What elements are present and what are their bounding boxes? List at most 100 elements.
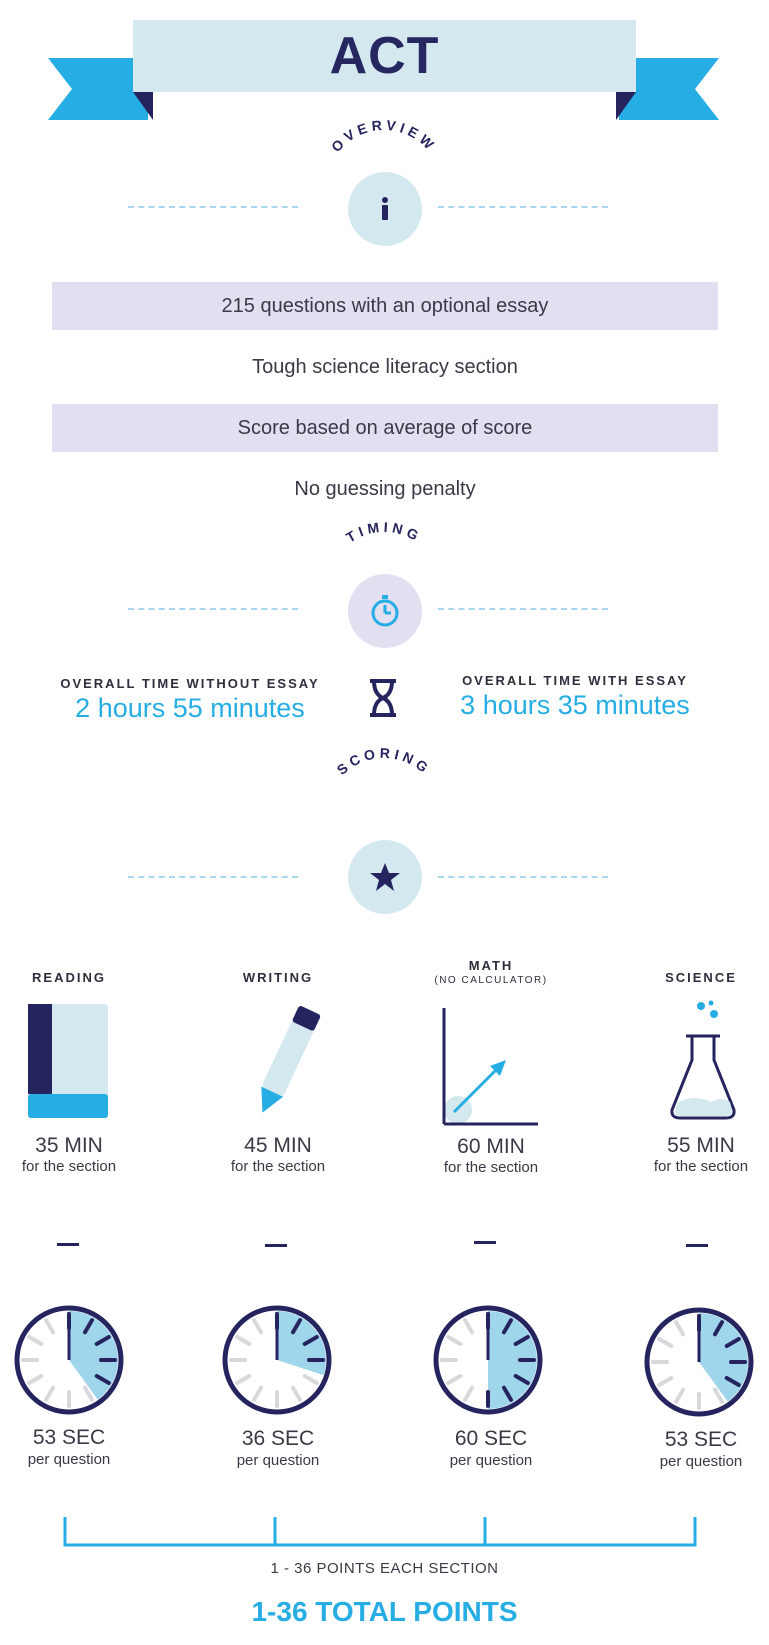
hourglass-icon xyxy=(367,678,399,723)
stopwatch-icon xyxy=(348,574,422,648)
clock-tick xyxy=(513,1374,530,1385)
section-seconds: 60 SEC xyxy=(454,1427,528,1450)
section-seconds-note: per question xyxy=(659,1453,743,1470)
section-minutes-note: for the section xyxy=(443,1159,539,1176)
clock-tick xyxy=(513,1335,530,1346)
clock-tick xyxy=(502,1318,513,1335)
clock-tick xyxy=(235,1335,252,1346)
clock-elapsed-wedge xyxy=(69,1311,118,1400)
clock-icon xyxy=(644,1307,754,1417)
svg-text:OVERVIEW: OVERVIEW xyxy=(328,117,440,155)
points-bracket xyxy=(63,1517,697,1547)
clock-tick xyxy=(252,1318,263,1335)
title-banner: ACT xyxy=(133,20,636,92)
time-without-essay-value: 2 hours 55 minutes xyxy=(75,693,305,723)
divider-dash-right xyxy=(438,608,608,610)
scoring-header: SCORING xyxy=(0,745,769,918)
section-seconds-note: per question xyxy=(236,1452,320,1469)
clock-elapsed-wedge xyxy=(699,1313,748,1402)
clock-tick xyxy=(657,1337,674,1348)
clock-icon xyxy=(222,1305,332,1415)
overview-item: 215 questions with an optional essay xyxy=(52,282,718,330)
separator-mark xyxy=(474,1241,496,1244)
clock-tick xyxy=(446,1335,463,1346)
clock-tick xyxy=(94,1374,111,1385)
clock-icon xyxy=(14,1305,124,1415)
section-science: SCIENCE xyxy=(621,970,769,985)
time-without-essay-label: OVERALL TIME WITHOUT ESSAY xyxy=(60,676,320,691)
clock-tick xyxy=(235,1374,252,1385)
clock-tick xyxy=(94,1335,111,1346)
separator-mark xyxy=(686,1244,708,1247)
overview-item: Score based on average of score xyxy=(52,404,718,452)
clock-tick xyxy=(502,1385,513,1402)
flask-icon xyxy=(666,998,740,1127)
pencil-icon xyxy=(252,1000,322,1125)
section-minutes: 60 MIN xyxy=(457,1135,525,1158)
svg-text:TIMING: TIMING xyxy=(343,519,424,546)
clock-elapsed-wedge xyxy=(488,1311,537,1409)
clock-tick xyxy=(302,1374,319,1385)
timing-header: TIMING xyxy=(0,519,769,692)
section-minutes-note: for the section xyxy=(21,1158,117,1175)
book-icon xyxy=(28,1004,108,1123)
clock-tick xyxy=(44,1318,55,1335)
separator-mark xyxy=(57,1243,79,1246)
separator-mark xyxy=(265,1244,287,1247)
clock-tick xyxy=(446,1374,463,1385)
svg-text:SCORING: SCORING xyxy=(334,745,435,778)
clock-tick xyxy=(724,1376,741,1387)
clock-icon xyxy=(433,1305,543,1415)
divider-dash-left xyxy=(128,608,298,610)
clock-tick xyxy=(27,1374,44,1385)
section-writing: WRITING xyxy=(198,970,358,985)
section-seconds-note: per question xyxy=(449,1452,533,1469)
section-seconds: 53 SEC xyxy=(664,1428,738,1451)
graph-icon xyxy=(440,1006,540,1131)
clock-tick xyxy=(83,1318,94,1335)
overview-header: OVERVIEW xyxy=(0,117,769,290)
page-title: ACT xyxy=(329,27,440,85)
time-with-essay-value: 3 hours 35 minutes xyxy=(460,690,690,720)
clock-tick xyxy=(83,1385,94,1402)
section-minutes-note: for the section xyxy=(653,1158,749,1175)
clock-tick xyxy=(302,1335,319,1346)
clock-tick xyxy=(713,1320,724,1337)
section-name: MATH xyxy=(468,958,514,973)
clock-tick xyxy=(291,1385,302,1402)
clock-tick xyxy=(27,1335,44,1346)
section-seconds-note: per question xyxy=(27,1451,111,1468)
section-minutes-note: for the section xyxy=(230,1158,326,1175)
section-name: READING xyxy=(32,970,106,985)
star-icon xyxy=(348,840,422,914)
clock-tick xyxy=(463,1385,474,1402)
clock-tick xyxy=(463,1318,474,1335)
clock-tick xyxy=(674,1387,685,1404)
clock-tick xyxy=(724,1337,741,1348)
section-minutes: 35 MIN xyxy=(35,1134,103,1157)
clock-tick xyxy=(291,1318,302,1335)
overview-item: Tough science literacy section xyxy=(252,355,518,378)
section-name: SCIENCE xyxy=(665,970,737,985)
divider-dash-left xyxy=(128,876,298,878)
divider-dash-right xyxy=(438,876,608,878)
section-reading: READING xyxy=(0,970,149,985)
total-points: 1-36 TOTAL POINTS xyxy=(251,1596,518,1627)
time-with-essay-label: OVERALL TIME WITH ESSAY xyxy=(462,673,688,688)
clock-tick xyxy=(252,1385,263,1402)
section-math: MATH (NO CALCULATOR) xyxy=(411,958,571,986)
divider-dash-right xyxy=(438,206,608,208)
divider-dash-left xyxy=(128,206,298,208)
clock-tick xyxy=(674,1320,685,1337)
clock-tick xyxy=(44,1385,55,1402)
section-seconds: 53 SEC xyxy=(32,1426,106,1449)
clock-tick xyxy=(713,1387,724,1404)
section-subtitle: (NO CALCULATOR) xyxy=(434,975,548,986)
section-minutes: 55 MIN xyxy=(667,1134,735,1157)
scoring-heading: SCORING xyxy=(334,745,431,778)
points-each-section: 1 - 36 POINTS EACH SECTION xyxy=(270,1560,499,1577)
clock-tick xyxy=(657,1376,674,1387)
info-icon xyxy=(348,172,422,246)
section-minutes: 45 MIN xyxy=(244,1134,312,1157)
section-seconds: 36 SEC xyxy=(241,1427,315,1450)
